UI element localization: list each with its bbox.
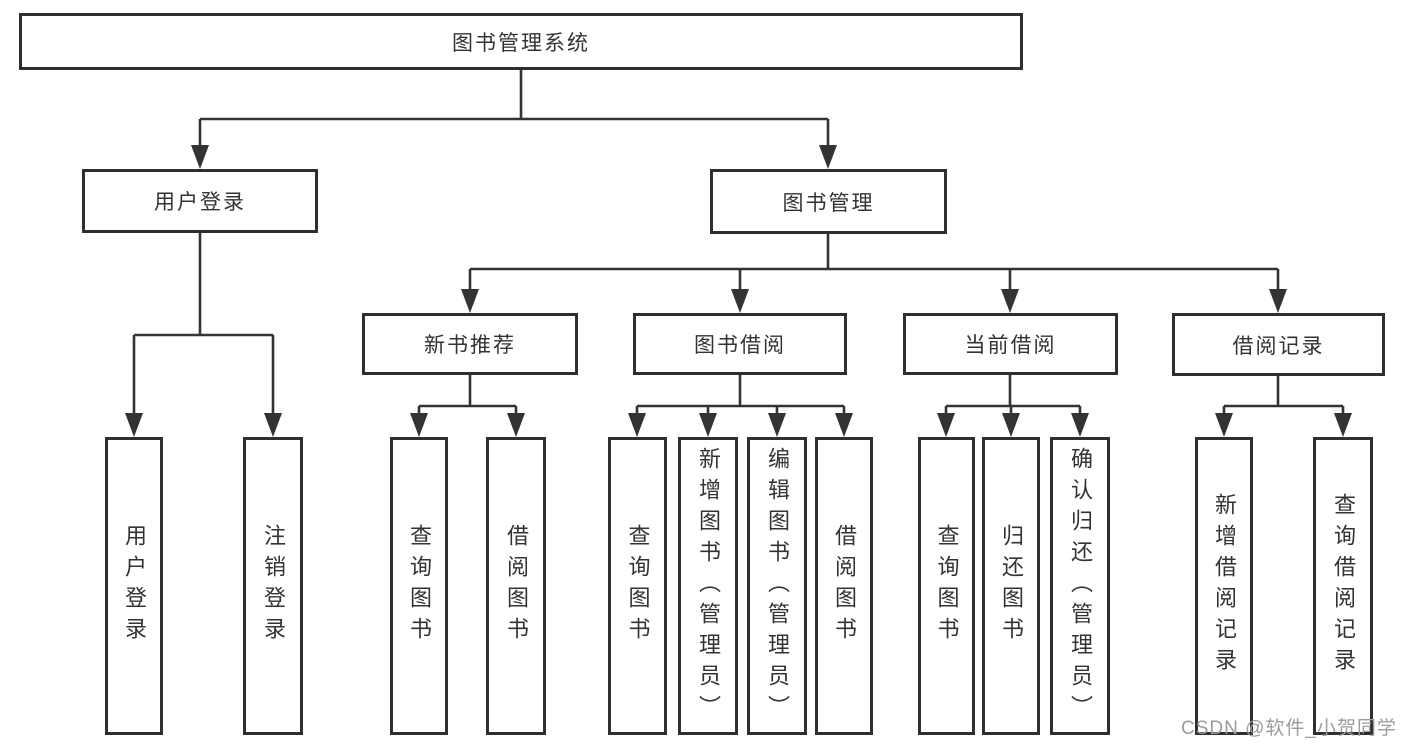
node-book-borrow: 图书借阅 (633, 313, 847, 375)
arrowhead-icon (125, 413, 143, 437)
node-user-login: 用户登录 (82, 169, 318, 233)
leaf-query-book-borrow: 查询图书 (608, 437, 667, 735)
leaf-query-borrow-record: 查询借阅记录 (1313, 437, 1373, 735)
connector-lines (417, 375, 518, 423)
arrowhead-icon (1215, 413, 1233, 437)
leaf-confirm-return-admin: 确认归还（管理员） (1050, 437, 1110, 735)
arrowhead-icon (1269, 289, 1287, 313)
leaf-query-book-recommend: 查询图书 (390, 437, 448, 735)
leaf-return-book: 归还图书 (982, 437, 1040, 735)
leaf-edit-book-admin: 编辑图书（管理员） (747, 437, 807, 735)
arrowhead-icon (1002, 413, 1020, 437)
arrowhead-icon (768, 413, 786, 437)
connector-lines (635, 375, 846, 423)
node-new-book-recommend: 新书推荐 (362, 313, 578, 375)
arrowhead-icon (1001, 289, 1019, 313)
arrowhead-icon (191, 145, 209, 169)
node-current-borrow: 当前借阅 (903, 313, 1118, 375)
arrowhead-icon (699, 413, 717, 437)
arrowhead-icon (1071, 413, 1089, 437)
connector-lines (1222, 376, 1345, 423)
node-borrow-record: 借阅记录 (1172, 313, 1385, 376)
leaf-add-borrow-record: 新增借阅记录 (1195, 437, 1253, 735)
arrowhead-icon (819, 145, 837, 169)
watermark: CSDN @软件_小贺同学 (1181, 718, 1397, 739)
node-book-management: 图书管理 (710, 169, 947, 234)
arrowhead-icon (264, 413, 282, 437)
connector-lines (132, 233, 275, 423)
node-root: 图书管理系统 (19, 13, 1023, 70)
arrowhead-icon (410, 413, 428, 437)
arrowhead-icon (937, 413, 955, 437)
leaf-borrow-book-recommend: 借阅图书 (486, 437, 546, 735)
arrowhead-icon (507, 413, 525, 437)
arrowhead-icon (628, 413, 646, 437)
arrowhead-icon (835, 413, 853, 437)
leaf-query-book-current: 查询图书 (918, 437, 975, 735)
connector-lines (198, 70, 830, 155)
leaf-logout: 注销登录 (243, 437, 303, 735)
leaf-borrow-book: 借阅图书 (815, 437, 873, 735)
arrowhead-icon (731, 289, 749, 313)
arrowhead-icon (1334, 413, 1352, 437)
leaf-add-book-admin: 新增图书（管理员） (678, 437, 738, 735)
arrowhead-icon (461, 289, 479, 313)
connector-lines (468, 234, 1280, 299)
leaf-user-login: 用户登录 (105, 437, 163, 735)
